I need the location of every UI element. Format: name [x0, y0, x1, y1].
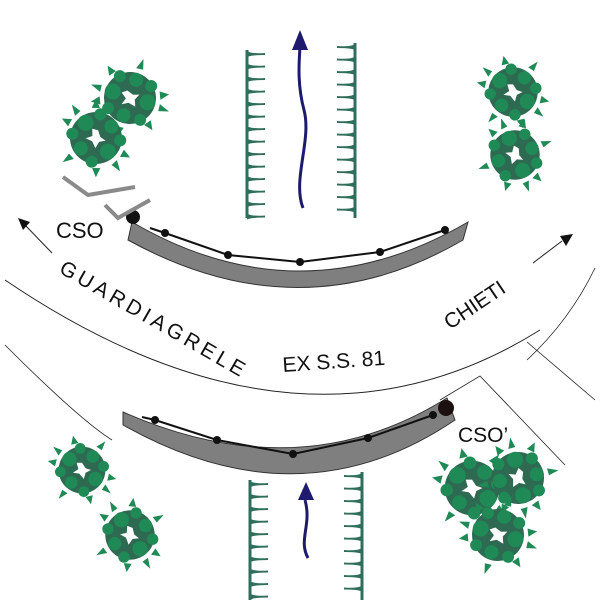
- manhole-icon: [161, 229, 169, 237]
- flow-arrow-icon: [297, 44, 308, 209]
- label-chieti: CHIETI: [440, 277, 510, 335]
- manholes-upper: [126, 210, 449, 266]
- direction-arrow-right: [532, 240, 563, 264]
- riverbank-tooth: [344, 560, 362, 567]
- riverbank-upper-right: [337, 43, 357, 218]
- riverbank-tooth: [247, 201, 265, 207]
- manhole-icon: [441, 226, 449, 234]
- riverbank-tooth: [250, 593, 268, 600]
- riverbank-tooth: [337, 106, 355, 113]
- riverbank-tooth: [247, 213, 265, 220]
- riverbank-lower-right: [344, 472, 364, 600]
- riverbank-tooth: [250, 506, 268, 512]
- flow-arrowhead-icon: [292, 30, 308, 50]
- riverbank-tooth: [247, 188, 265, 195]
- riverbank-tooth: [337, 144, 355, 150]
- riverbank-tooth: [250, 556, 268, 562]
- riverbank-tooth: [337, 181, 355, 188]
- flow-arrowhead-lower-icon: [298, 482, 314, 500]
- riverbank-tooth: [344, 485, 362, 492]
- side-road-line: [439, 375, 566, 466]
- road-edge-upper-left: [4, 344, 113, 441]
- label-cso-right: CSO’: [458, 424, 508, 447]
- riverbank-tooth: [247, 151, 265, 157]
- riverbank-tooth: [344, 548, 362, 554]
- label-road: EX S.S. 81: [282, 347, 386, 377]
- flow-arrow-lower-icon: [302, 499, 310, 559]
- riverbank-tooth: [337, 69, 355, 75]
- riverbank-tooth: [337, 56, 355, 63]
- riverbank-tooth: [344, 585, 362, 592]
- road-edge-right-lower: [526, 341, 596, 401]
- riverbank-tooth: [344, 535, 362, 542]
- manhole-icon: [296, 258, 304, 266]
- riverbank-tooth: [337, 206, 355, 213]
- riverbank-tooth: [250, 518, 268, 525]
- riverbank-tooth: [337, 156, 355, 163]
- cso-outfall-right-icon: [438, 400, 454, 416]
- label-cso-left: CSO: [56, 218, 104, 243]
- riverbank-tooth: [250, 481, 268, 487]
- riverbank-tooth: [247, 138, 265, 145]
- direction-arrow-left: [24, 224, 53, 254]
- riverbank-tooth: [250, 543, 268, 550]
- direction-arrowhead-left-icon: [18, 218, 30, 230]
- road-edge-outer: [4, 279, 541, 395]
- riverbank-tooth: [247, 163, 265, 170]
- riverbank-tooth: [337, 194, 355, 200]
- riverbank-tooth: [247, 113, 265, 120]
- riverbank-tooth: [250, 568, 268, 575]
- tree-icon: [83, 488, 177, 582]
- pipe-channel-lower: [122, 397, 456, 475]
- guardrail-icon: [61, 175, 151, 221]
- direction-arrowhead-right-icon: [560, 234, 573, 246]
- riverbank-tooth: [344, 573, 362, 579]
- riverbank-tooth: [250, 581, 268, 587]
- riverbank-tooth: [344, 498, 362, 504]
- manhole-icon: [364, 434, 372, 442]
- road-edge-right-upper: [526, 267, 596, 361]
- manhole-icon: [151, 416, 159, 424]
- manhole-icon: [429, 411, 437, 419]
- riverbank-tooth: [337, 131, 355, 138]
- pipe-channel-upper: [127, 220, 469, 288]
- riverbank-tooth: [337, 119, 355, 125]
- riverbank-tooth: [250, 531, 268, 537]
- riverbank-tooth: [247, 76, 265, 82]
- riverbank-tooth: [344, 510, 362, 517]
- riverbank-tooth: [247, 88, 265, 95]
- manhole-icon: [289, 450, 297, 458]
- riverbank-tooth: [247, 101, 265, 107]
- riverbank-tooth: [337, 94, 355, 100]
- manholes-lower: [151, 400, 454, 458]
- riverbank-tooth: [250, 493, 268, 500]
- riverbank-tooth: [344, 523, 362, 529]
- manhole-icon: [376, 248, 384, 256]
- riverbank-lower-left: [248, 480, 268, 600]
- riverbank-tooth: [247, 176, 265, 182]
- manhole-icon: [213, 436, 221, 444]
- manhole-icon: [224, 251, 232, 259]
- riverbank-tooth: [247, 51, 265, 57]
- riverbank-tooth: [247, 126, 265, 132]
- riverbank-upper-left: [245, 50, 265, 220]
- riverbank-tooth: [247, 63, 265, 70]
- riverbank-tooth: [337, 169, 355, 175]
- riverbank-tooth: [337, 81, 355, 88]
- riverbank-tooth: [337, 44, 355, 50]
- tree-icon: [476, 55, 550, 129]
- tree-icon: [47, 435, 117, 505]
- riverbank-tooth: [344, 473, 362, 479]
